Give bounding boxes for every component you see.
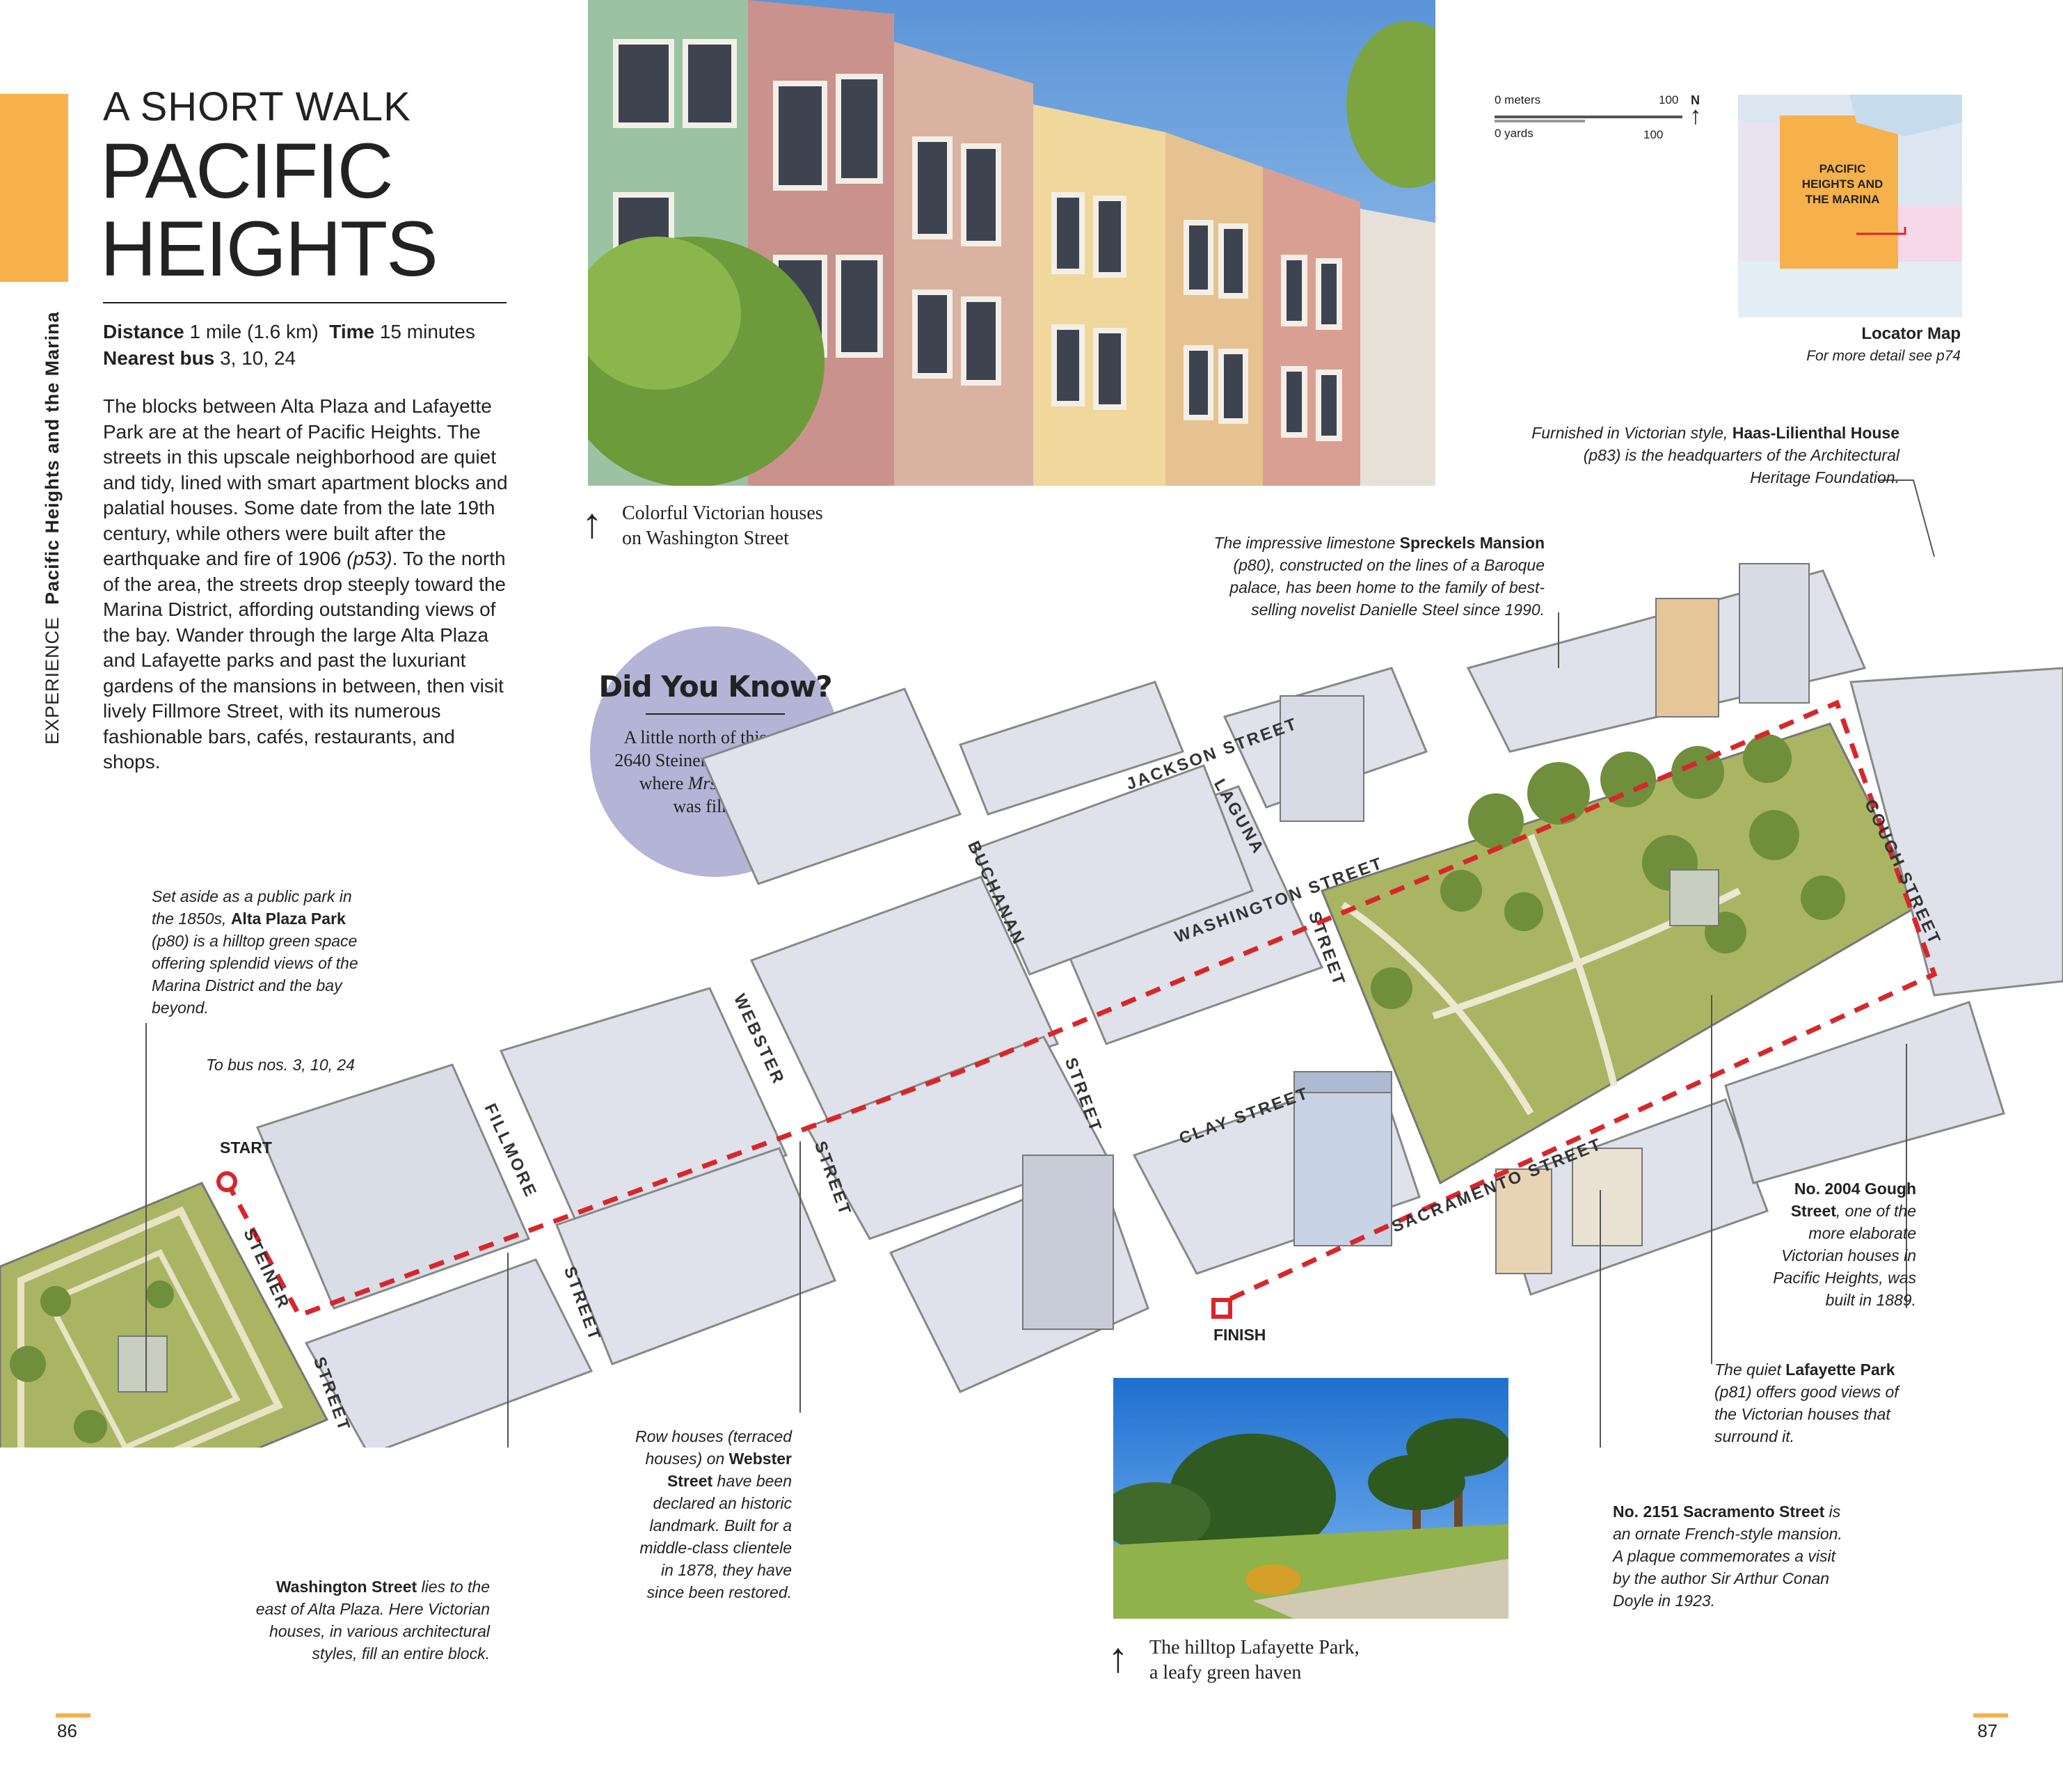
washington-note-post: lies to the east of Alta Plaza. Here Vic… — [255, 1578, 490, 1663]
bottom-caption-line-1: The hilltop Lafayette Park, — [1149, 1637, 1360, 1658]
row-note-pre: Row houses (terraced houses) on — [635, 1427, 792, 1468]
title-line-1: PACIFIC — [100, 127, 394, 214]
page-title: PACIFIC HEIGHTS — [100, 127, 438, 292]
distance-label: Distance — [103, 321, 184, 342]
did-you-know-circle: Did You Know? A little north of this map… — [590, 626, 841, 877]
illustrated-street-map — [0, 479, 2063, 1448]
scale-meters-label: 0 meters — [1495, 93, 1541, 106]
locator-label-3: THE MARINA — [1805, 193, 1880, 206]
distance-value: 1 mile (1.6 km) — [189, 321, 319, 342]
did-line-3: where — [639, 773, 688, 793]
intro-page-ref: (p53) — [347, 548, 392, 569]
finish-marker — [1211, 1298, 1232, 1319]
up-arrow-icon-2: ↑ — [1108, 1635, 1129, 1681]
spreckels-note-bold: Spreckels Mansion — [1399, 534, 1545, 552]
locator-map: PACIFIC HEIGHTS AND THE MARINA — [1738, 95, 1962, 317]
start-marker — [216, 1171, 237, 1192]
row-houses-note: Row houses (terraced houses) on Webster … — [626, 1425, 792, 1603]
lafayette-note-bold: Lafayette Park — [1785, 1361, 1895, 1379]
time-value: 15 minutes — [379, 321, 475, 342]
walking-route — [224, 699, 1938, 1319]
scale-yards-value: 100 — [1643, 128, 1664, 141]
annotation-leaders — [145, 479, 1935, 1448]
intro-text: The blocks between Alta Plaza and Lafaye… — [103, 395, 508, 569]
sacramento-street-note: No. 2151 Sacramento Street is an ornate … — [1613, 1500, 1849, 1612]
building-masses — [1022, 563, 1810, 1330]
start-label: START — [220, 1139, 272, 1157]
lafayette-park-note: The quiet Lafayette Park (p81) offers go… — [1714, 1358, 1916, 1448]
gough-street-note: No. 2004 Gough Street, one of the more e… — [1760, 1178, 1916, 1311]
bottom-photo-caption: The hilltop Lafayette Park, a leafy gree… — [1149, 1635, 1360, 1686]
page-kicker: A SHORT WALK — [103, 84, 411, 129]
north-label: N — [1691, 93, 1700, 107]
right-page-bar — [1973, 1713, 2008, 1718]
washington-note-bold: Washington Street — [276, 1578, 417, 1596]
haas-note-pre: Furnished in Victorian style, — [1531, 424, 1733, 442]
lafayette-note-pre: The quiet — [1714, 1361, 1786, 1379]
left-page-bar — [56, 1713, 90, 1718]
title-rule — [103, 302, 507, 303]
gough-note-bold: No. 2004 Gough Street — [1790, 1180, 1916, 1220]
sacramento-note-post: is an ornate French-style mansion. A pla… — [1613, 1502, 1842, 1610]
alta-note-bold: Alta Plaza Park — [230, 910, 346, 928]
alta-plaza-note: Set aside as a public park in the 1850s,… — [152, 885, 360, 1019]
intro-paragraph: The blocks between Alta Plaza and Lafaye… — [103, 394, 513, 775]
did-you-know-rule — [646, 713, 785, 715]
spreckels-note: The impressive limestone Spreckels Mansi… — [1197, 532, 1545, 621]
title-line-2: HEIGHTS — [100, 205, 438, 292]
bus-label: Nearest bus — [103, 347, 215, 369]
sacramento-note-bold: No. 2151 Sacramento Street — [1613, 1502, 1825, 1521]
alta-plaza-park-block — [0, 1182, 329, 1448]
up-arrow-icon: ↑ — [582, 500, 603, 546]
haas-note-post: (p83) is the headquarters of the Archite… — [1583, 446, 1899, 486]
finish-label: FINISH — [1213, 1326, 1266, 1344]
haas-note-bold: Haas-Lilienthal House — [1732, 424, 1899, 442]
alta-note-post: (p80) is a hilltop green space offering … — [152, 932, 358, 1017]
intro-text-end: . To the north of the area, the streets … — [103, 548, 507, 772]
bus-note: To bus nos. 3, 10, 24 — [206, 1056, 355, 1074]
lafayette-park-photo — [1113, 1378, 1508, 1619]
spreckels-note-pre: The impressive limestone — [1213, 534, 1400, 552]
gough-note-post: , one of the more elaborate Victorian ho… — [1773, 1202, 1916, 1309]
locator-title: Locator Map — [1861, 324, 1961, 343]
locator-label-2: HEIGHTS AND — [1801, 177, 1883, 191]
locator-label-1: PACIFIC — [1819, 162, 1866, 175]
time-label: Time — [329, 321, 375, 342]
washington-street-note: Washington Street lies to the east of Al… — [250, 1576, 490, 1665]
scale-yards-label: 0 yards — [1495, 127, 1534, 140]
bus-value: 3, 10, 24 — [220, 347, 296, 369]
scale-line-half — [1495, 120, 1585, 122]
north-arrow-icon: ↑ — [1689, 101, 1702, 129]
scale-line — [1495, 116, 1682, 118]
spreckels-note-post: (p80), constructed on the lines of a Bar… — [1229, 556, 1545, 619]
scale-bar: 0 meters 100 0 yards 100 N ↑ — [1495, 93, 1702, 149]
top-photo-caption: Colorful Victorian houses on Washington … — [622, 501, 823, 551]
right-page-number: 87 — [1977, 1720, 1998, 1741]
locator-subtitle: For more detail see p74 — [1806, 348, 1961, 364]
did-you-know-heading: Did You Know? — [598, 669, 832, 704]
alta-note-pre: Set aside as a public park in the 1850s, — [152, 887, 352, 928]
haas-lilienthal-note: Furnished in Victorian style, Haas-Lilie… — [1531, 422, 1899, 489]
scale-meters-value: 100 — [1659, 93, 1679, 106]
row-note-bold: Webster Street — [667, 1450, 792, 1490]
row-note-post: have been declared an historic landmark.… — [639, 1472, 792, 1601]
left-page-number: 86 — [57, 1720, 77, 1741]
lafayette-note-post: (p81) offers good views of the Victorian… — [1714, 1383, 1899, 1445]
top-caption-line-1: Colorful Victorian houses — [622, 502, 823, 524]
section-color-tab — [0, 94, 68, 282]
victorian-houses-photo — [588, 0, 1435, 486]
top-caption-line-2: on Washington Street — [622, 528, 789, 549]
locator-area-label: PACIFIC HEIGHTS AND THE MARINA — [1787, 161, 1898, 207]
walk-facts: Distance 1 mile (1.6 km) Time 15 minutes… — [103, 319, 475, 372]
bottom-caption-line-2: a leafy green haven — [1149, 1662, 1302, 1683]
